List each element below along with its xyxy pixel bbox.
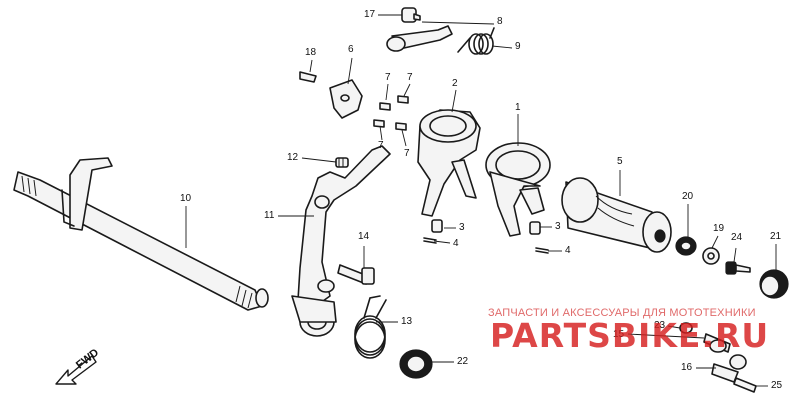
callout-22: 22	[457, 356, 469, 367]
stopper-pin	[337, 264, 375, 285]
oil-seal	[399, 349, 433, 379]
callout-7d: 7	[404, 148, 410, 159]
callout-3b: 3	[555, 221, 561, 232]
gearshift-arm	[291, 145, 391, 337]
callout-15: 15	[613, 329, 625, 340]
fork-pins	[431, 219, 541, 235]
callout-12: 12	[287, 152, 299, 163]
callout-18: 18	[305, 47, 317, 58]
callout-7a: 7	[385, 72, 391, 83]
forward-arrow-icon	[55, 355, 97, 385]
callout-17: 17	[364, 9, 376, 20]
shift-drum	[561, 177, 672, 253]
callout-25: 25	[771, 380, 783, 391]
callout-6: 6	[348, 44, 354, 55]
callout-23: 23	[654, 320, 666, 331]
callout-11: 11	[264, 210, 275, 221]
callout-13: 13	[401, 316, 413, 327]
stopper-arm-assembly	[386, 7, 495, 55]
gearshift-spindle	[13, 157, 269, 311]
callout-3a: 3	[459, 222, 465, 233]
callout-2: 2	[452, 78, 458, 89]
callout-7b: 7	[407, 72, 413, 83]
drum-bolt	[675, 236, 697, 256]
shift-fork-right	[485, 142, 551, 237]
callout-4b: 4	[565, 245, 571, 256]
callout-1: 1	[515, 102, 521, 113]
watermark-logo: PARTSBIKE.RU	[490, 316, 770, 355]
callout-9: 9	[515, 41, 521, 52]
plate-bolt	[299, 71, 317, 83]
callout-10: 10	[180, 193, 192, 204]
stopper-plate	[329, 79, 363, 119]
callout-7c: 7	[378, 140, 384, 151]
callout-21: 21	[770, 231, 782, 242]
washer	[702, 247, 720, 265]
dowel-pins	[373, 95, 409, 131]
drum-cap	[759, 269, 789, 299]
callout-19: 19	[713, 223, 725, 234]
callout-20: 20	[682, 191, 694, 202]
cotter-pins	[423, 237, 549, 254]
callout-5: 5	[617, 156, 623, 167]
leader-lines	[185, 14, 777, 387]
callout-8: 8	[497, 16, 503, 27]
arm-bolt	[335, 157, 349, 168]
callout-24: 24	[731, 232, 743, 243]
callout-14: 14	[358, 231, 370, 242]
callout-16: 16	[681, 362, 693, 373]
watermark-caption: ЗАПЧАСТИ И АКСЕССУАРЫ ДЛЯ МОТОТЕХНИКИ	[488, 307, 756, 319]
neutral-switch-parts	[679, 322, 757, 393]
return-spring	[354, 295, 387, 359]
shift-fork-left	[417, 109, 481, 217]
callout-4a: 4	[453, 238, 459, 249]
drum-cap-bolt	[725, 261, 751, 275]
